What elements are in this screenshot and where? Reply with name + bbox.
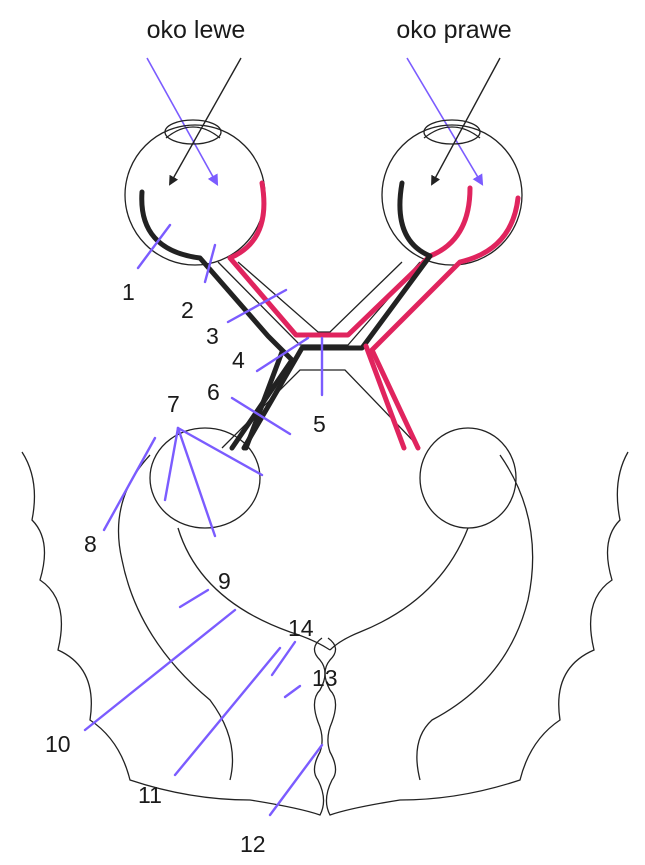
lesion-marker-14 — [272, 642, 295, 675]
label-7: 7 — [167, 391, 180, 417]
lesion-marker-8 — [104, 438, 155, 530]
label-10: 10 — [45, 731, 71, 757]
lesion-marker-3 — [228, 290, 286, 322]
left-eyeball — [125, 120, 265, 265]
right-eye-temporal-retina-pathway — [372, 198, 518, 448]
brain-outline — [22, 452, 628, 815]
right-lateral-geniculate-body — [420, 428, 516, 528]
right-eye-title: oko prawe — [396, 16, 511, 44]
label-4: 4 — [232, 347, 245, 373]
lesion-marker-11 — [175, 648, 280, 775]
label-9: 9 — [218, 568, 231, 594]
lesion-marker-13 — [285, 686, 300, 697]
lesion-marker-7c — [178, 428, 215, 536]
label-5: 5 — [313, 411, 326, 437]
label-13: 13 — [312, 665, 338, 691]
label-1: 1 — [122, 279, 135, 305]
left-eye-temporal-retina-pathway — [142, 192, 292, 448]
label-8: 8 — [84, 531, 97, 557]
label-14: 14 — [288, 615, 314, 641]
label-3: 3 — [206, 323, 219, 349]
label-12: 12 — [240, 831, 266, 857]
lesion-marker-12 — [270, 745, 322, 815]
lesion-markers — [85, 225, 322, 815]
lesion-marker-10 — [85, 610, 235, 730]
lesion-marker-9 — [180, 590, 208, 607]
left-eye-title: oko lewe — [147, 16, 246, 44]
label-2: 2 — [181, 297, 194, 323]
label-11: 11 — [138, 782, 162, 808]
label-6: 6 — [207, 379, 220, 405]
